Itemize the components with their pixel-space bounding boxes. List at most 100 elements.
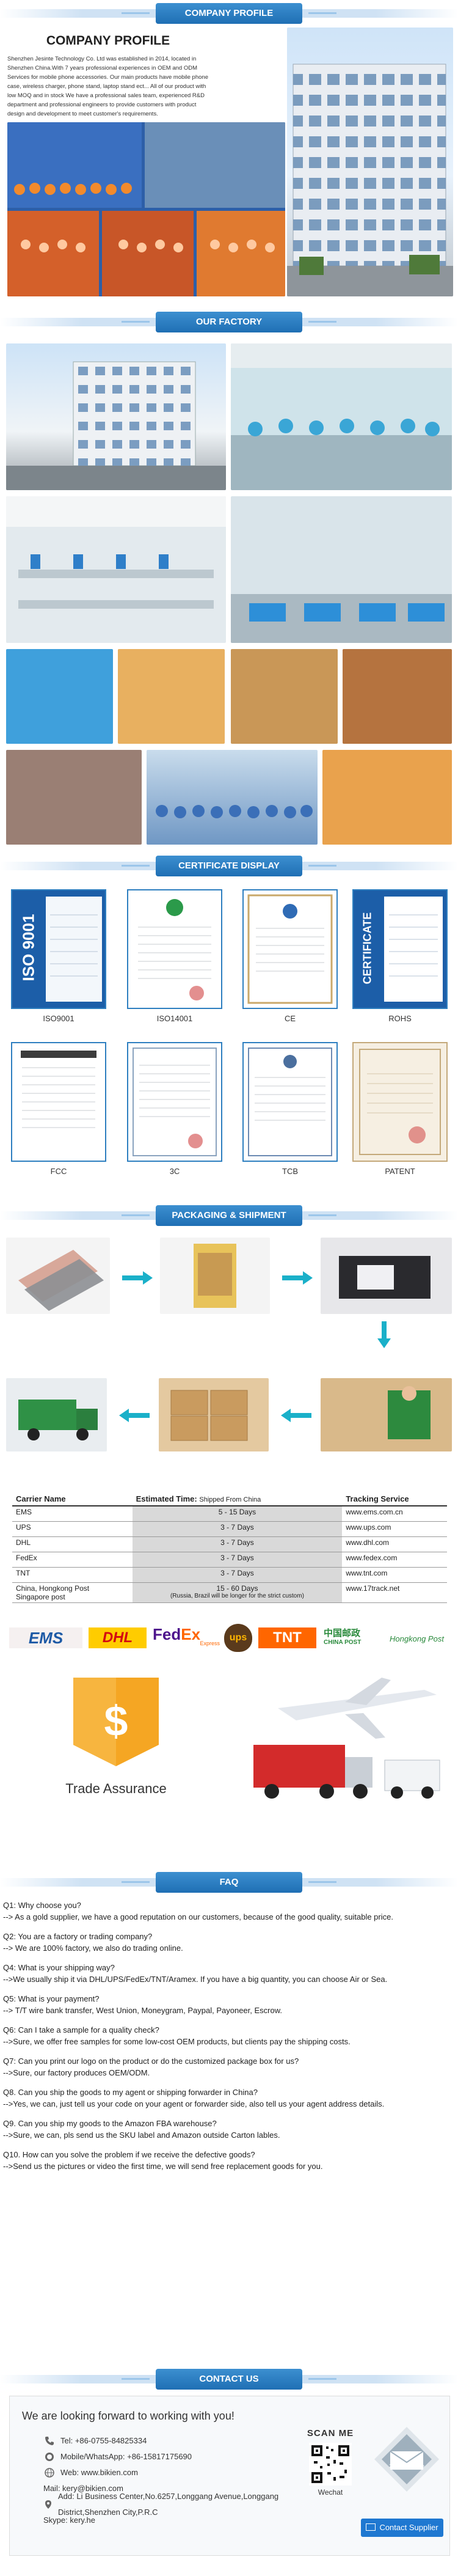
- iso-mark: ISO 9001: [19, 914, 38, 982]
- certificate-display-header: CERTIFICATE DISPLAY: [0, 856, 458, 876]
- fedex-logo: FedEx Express: [153, 1625, 220, 1646]
- faq-list: Q1: Why choose you?--> As a gold supplie…: [3, 1892, 455, 2172]
- location-icon: [43, 2498, 53, 2511]
- certificate-caption: CE: [284, 1014, 296, 1023]
- section-title: OUR FACTORY: [122, 312, 336, 332]
- tracking-header: Tracking Service: [342, 1492, 447, 1506]
- company-profile-header: COMPANY PROFILE: [0, 3, 458, 24]
- team-group-photo: [147, 750, 318, 845]
- tracking-link[interactable]: www.dhl.com: [342, 1536, 447, 1552]
- faq-item: Q4: What is your shipping way?-->We usua…: [3, 1963, 388, 1984]
- profile-body: Shenzhen Jesinte Technology Co. Ltd was …: [7, 56, 208, 117]
- truck-icon: [253, 1745, 373, 1799]
- office-building-photo: [287, 28, 453, 296]
- our-factory-header: OUR FACTORY: [0, 312, 458, 332]
- stacked-cartons-photo: [159, 1378, 269, 1451]
- certificate-caption: ISO14001: [156, 1014, 193, 1023]
- assembly-line-photo: [231, 343, 452, 490]
- section-title: CERTIFICATE DISPLAY: [122, 856, 336, 876]
- arrow-down-icon: [377, 1321, 391, 1351]
- contact-heading: We are looking forward to working with y…: [22, 2410, 234, 2422]
- van-icon: [384, 1760, 440, 1799]
- phone-icon: [43, 2435, 56, 2447]
- wechat-qr-code: [309, 2443, 352, 2486]
- factory-detail-photo-3: [231, 649, 338, 744]
- packaging-shipment-header: PACKAGING & SHIPMENT: [0, 1205, 458, 1226]
- certificate-mark: CERTIFICATE: [361, 912, 374, 985]
- certificate-iso9001: ISO 9001 ISO9001: [11, 889, 106, 1023]
- contact-address: Add: Li Business Center,No.6257,Longgang…: [43, 2492, 300, 2517]
- dhl-logo: DHL: [89, 1627, 147, 1648]
- whatsapp-icon: [43, 2451, 56, 2463]
- arrow-left-icon: [119, 1409, 150, 1425]
- tracking-link[interactable]: www.ups.com: [342, 1521, 447, 1537]
- carrier-logos: EMS DHL FedEx Express ups TNT 中国邮政 CHINA…: [9, 1623, 449, 1653]
- contact-tel: Tel: +86-0755-84825334: [43, 2433, 300, 2449]
- trade-assurance-label: Trade Assurance: [65, 1781, 167, 1796]
- warehouse-photo: [322, 750, 452, 845]
- time-header: Estimated Time: Shipped From China: [132, 1492, 343, 1506]
- faq-item: Q10. How can you solve the problem if we…: [3, 2150, 323, 2171]
- delivery-truck-photo: [6, 1378, 107, 1451]
- faq-item: Q8. Can you ship the goods to my agent o…: [3, 2088, 385, 2108]
- contact-web[interactable]: Web: www.bikien.com: [43, 2465, 300, 2481]
- arrow-right-icon: [282, 1271, 313, 1288]
- contact-mobile: Mobile/WhatsApp: +86-15817175690: [43, 2449, 300, 2465]
- factory-building-photo: [6, 343, 226, 490]
- contact-us-header: CONTACT US: [0, 2369, 458, 2390]
- contact-mail[interactable]: Mail: kery@bikien.com: [43, 2484, 123, 2493]
- workshop-photo: [231, 496, 452, 643]
- certificate-caption: ROHS: [388, 1014, 412, 1023]
- faq-item: Q9. Can you ship my goods to the Amazon …: [3, 2119, 280, 2140]
- profile-title: COMPANY PROFILE: [46, 34, 170, 48]
- contact-details: Tel: +86-0755-84825334 Mobile/WhatsApp: …: [43, 2433, 300, 2528]
- tracking-link[interactable]: www.tnt.com: [342, 1567, 447, 1583]
- certificate-caption: 3C: [169, 1167, 180, 1176]
- airplane-icon: [278, 1678, 437, 1739]
- certificate-3c: 3C: [127, 1042, 222, 1176]
- contact-supplier-button[interactable]: Contact Supplier: [361, 2519, 443, 2537]
- factory-detail-photo-4: [343, 649, 452, 744]
- arrow-left-icon: [281, 1409, 311, 1425]
- ems-logo: EMS: [9, 1627, 82, 1648]
- carrier-header: Carrier Name: [12, 1492, 133, 1506]
- svg-text:$: $: [104, 1697, 128, 1745]
- certificate-ce: CE: [242, 889, 338, 1023]
- faq-item: Q6: Can I take a sample for a quality ch…: [3, 2025, 351, 2046]
- service-label: 24-Hour Service: [389, 2464, 424, 2469]
- envelope-small-icon: [366, 2523, 376, 2531]
- factory-detail-photo-1: [6, 649, 113, 744]
- tracking-link[interactable]: www.17track.net: [342, 1582, 447, 1603]
- tracking-link[interactable]: www.fedex.com: [342, 1552, 447, 1568]
- faq-item: Q1: Why choose you?--> As a gold supplie…: [3, 1901, 393, 1921]
- hongkong-post-logo: Hongkong Post: [390, 1634, 444, 1643]
- company-profile-text: COMPANY PROFILE Shenzhen Jesinte Technol…: [7, 28, 209, 119]
- shield-icon: $: [73, 1678, 159, 1766]
- section-title: CONTACT US: [122, 2369, 336, 2390]
- staff-photo: [6, 750, 142, 845]
- packaged-product-photo: [160, 1238, 270, 1314]
- certificate-caption: TCB: [282, 1167, 298, 1176]
- tracking-link[interactable]: www.ems.com.cn: [342, 1506, 447, 1522]
- product-cases-photo: [6, 1238, 110, 1314]
- production-hall-photo: [6, 496, 226, 643]
- globe-icon: [43, 2467, 56, 2479]
- envelope-icon: 24-Hour Service: [373, 2426, 440, 2493]
- certificate-patent: PATENT: [352, 1042, 448, 1176]
- china-post-logo: 中国邮政 CHINA POST: [324, 1628, 362, 1646]
- faq-item: Q7: Can you print our logo on the produc…: [3, 2057, 299, 2077]
- section-title: FAQ: [122, 1872, 336, 1893]
- trade-assurance-badge: $ Trade Assurance: [46, 1671, 186, 1806]
- contact-card: We are looking forward to working with y…: [9, 2396, 450, 2556]
- certificate-fcc: FCC: [11, 1042, 106, 1176]
- carton-boxes-photo: [321, 1238, 452, 1314]
- certificate-caption: PATENT: [385, 1167, 415, 1176]
- faq-header: FAQ: [0, 1872, 458, 1893]
- factory-detail-photo-2: [118, 649, 225, 744]
- warehouse-packing-photo: [321, 1378, 452, 1451]
